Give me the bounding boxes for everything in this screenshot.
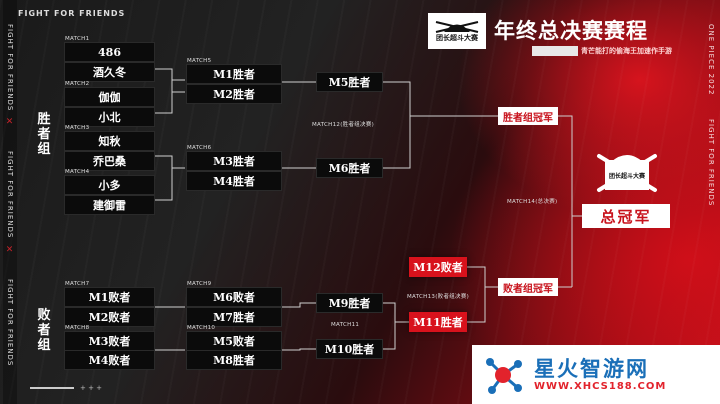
match4-label: MATCH4 [65,169,90,175]
left-vertical-strip: FIGHT FOR FRIENDS ✕ FIGHT FOR FRIENDS ✕ … [3,0,17,404]
right-strip-text-top: ONE PIECE 2022 [707,24,715,96]
team-slot: 小多 [64,175,155,195]
left-strip-text-3: FIGHT FOR FRIENDS [6,278,14,367]
match2-label: MATCH2 [65,81,90,87]
m11-winner-slot: M11胜者 [409,312,467,332]
team-slot: 小北 [64,107,155,127]
right-vertical-strip: ONE PIECE 2022 FIGHT FOR FRIENDS [704,0,718,404]
team-slot: M8胜者 [186,350,282,370]
m6-winner-slot: M6胜者 [316,158,383,178]
winners-group-label: 胜者组 [37,112,51,157]
brand-text: FIGHT FOR FRIENDS [18,9,126,18]
left-strip-text-2: FIGHT FOR FRIENDS [6,151,14,239]
match5-label: MATCH5 [187,58,212,64]
match13-label: MATCH13(败者组决赛) [407,294,470,300]
team-slot: M3胜者 [186,151,282,171]
team-slot: M1胜者 [186,64,282,84]
m12-loser-slot: M12败者 [409,257,467,277]
header: 团长超斗大赛 年终总决赛赛程 青芒能打的偷海王加速作手游 [428,13,690,56]
subtitle: 青芒能打的偷海王加速作手游 [581,47,672,55]
watermark: 星火智游网 WWW.XHCS188.COM [472,345,720,404]
left-strip-mark-icon-2: ✕ [5,244,15,255]
match7-label: MATCH7 [65,281,90,287]
header-logo-text: 团长超斗大赛 [436,33,478,43]
left-strip-mark-icon: ✕ [5,117,15,128]
match8-label: MATCH8 [65,325,90,331]
watermark-en: WWW.XHCS188.COM [534,381,667,392]
team-slot: M4败者 [64,350,155,370]
m5-winner-slot: M5胜者 [316,72,383,92]
losers-champion-box: 败者组冠军 [498,278,558,296]
team-slot: 乔巴桑 [64,151,155,171]
subtitle-chip [532,46,578,56]
watermark-cn: 星火智游网 [534,357,649,381]
champion-logo-plate: 团长超斗大赛 [605,160,649,190]
team-slot: 建御雷 [64,195,155,215]
match1-label: MATCH1 [65,36,90,42]
team-slot: 知秋 [64,131,155,151]
left-strip-text: FIGHT FOR FRIENDS [6,24,14,112]
match6-label: MATCH6 [187,145,212,151]
match9-label: MATCH9 [187,281,212,287]
team-slot: M5败者 [186,331,282,351]
team-slot: M2胜者 [186,84,282,104]
team-slot: M3败者 [64,331,155,351]
m9-winner-slot: M9胜者 [316,293,383,313]
header-logo: 团长超斗大赛 [428,13,486,49]
bottom-bar [30,387,74,389]
team-slot: M7胜者 [186,307,282,327]
losers-group-label: 败者组 [37,308,51,353]
match3-label: MATCH3 [65,125,90,131]
molecule-icon [482,354,524,396]
watermark-text: 星火智游网 WWW.XHCS188.COM [534,357,666,392]
skull-icon [435,21,479,33]
subtitle-bar: 青芒能打的偷海王加速作手游 [532,45,672,57]
team-slot: M2败者 [64,307,155,327]
team-slot: M4胜者 [186,171,282,191]
m10-winner-slot: M10胜者 [316,339,383,359]
team-slot: 486 [64,42,155,62]
grand-champion-title: 总冠军 [582,204,670,228]
match12-label: MATCH12(胜者组决赛) [312,122,375,128]
champion-logo-text: 团长超斗大赛 [608,172,645,180]
winners-champion-box: 胜者组冠军 [498,107,558,125]
match14-label: MATCH14(总决赛) [507,199,558,205]
match11-label: MATCH11 [331,322,360,328]
team-slot: 酒久冬 [64,62,155,82]
team-slot: 伽伽 [64,87,155,107]
match10-label: MATCH10 [187,325,216,331]
bottom-decoration: + + + [30,384,102,392]
team-slot: M1败者 [64,287,155,307]
team-slot: M6败者 [186,287,282,307]
right-strip-text-bottom: FIGHT FOR FRIENDS [707,119,715,207]
page-title: 年终总决赛赛程 [494,19,648,43]
bottom-plus-marks: + + + [80,384,103,392]
champion-logo: 团长超斗大赛 [595,150,659,194]
